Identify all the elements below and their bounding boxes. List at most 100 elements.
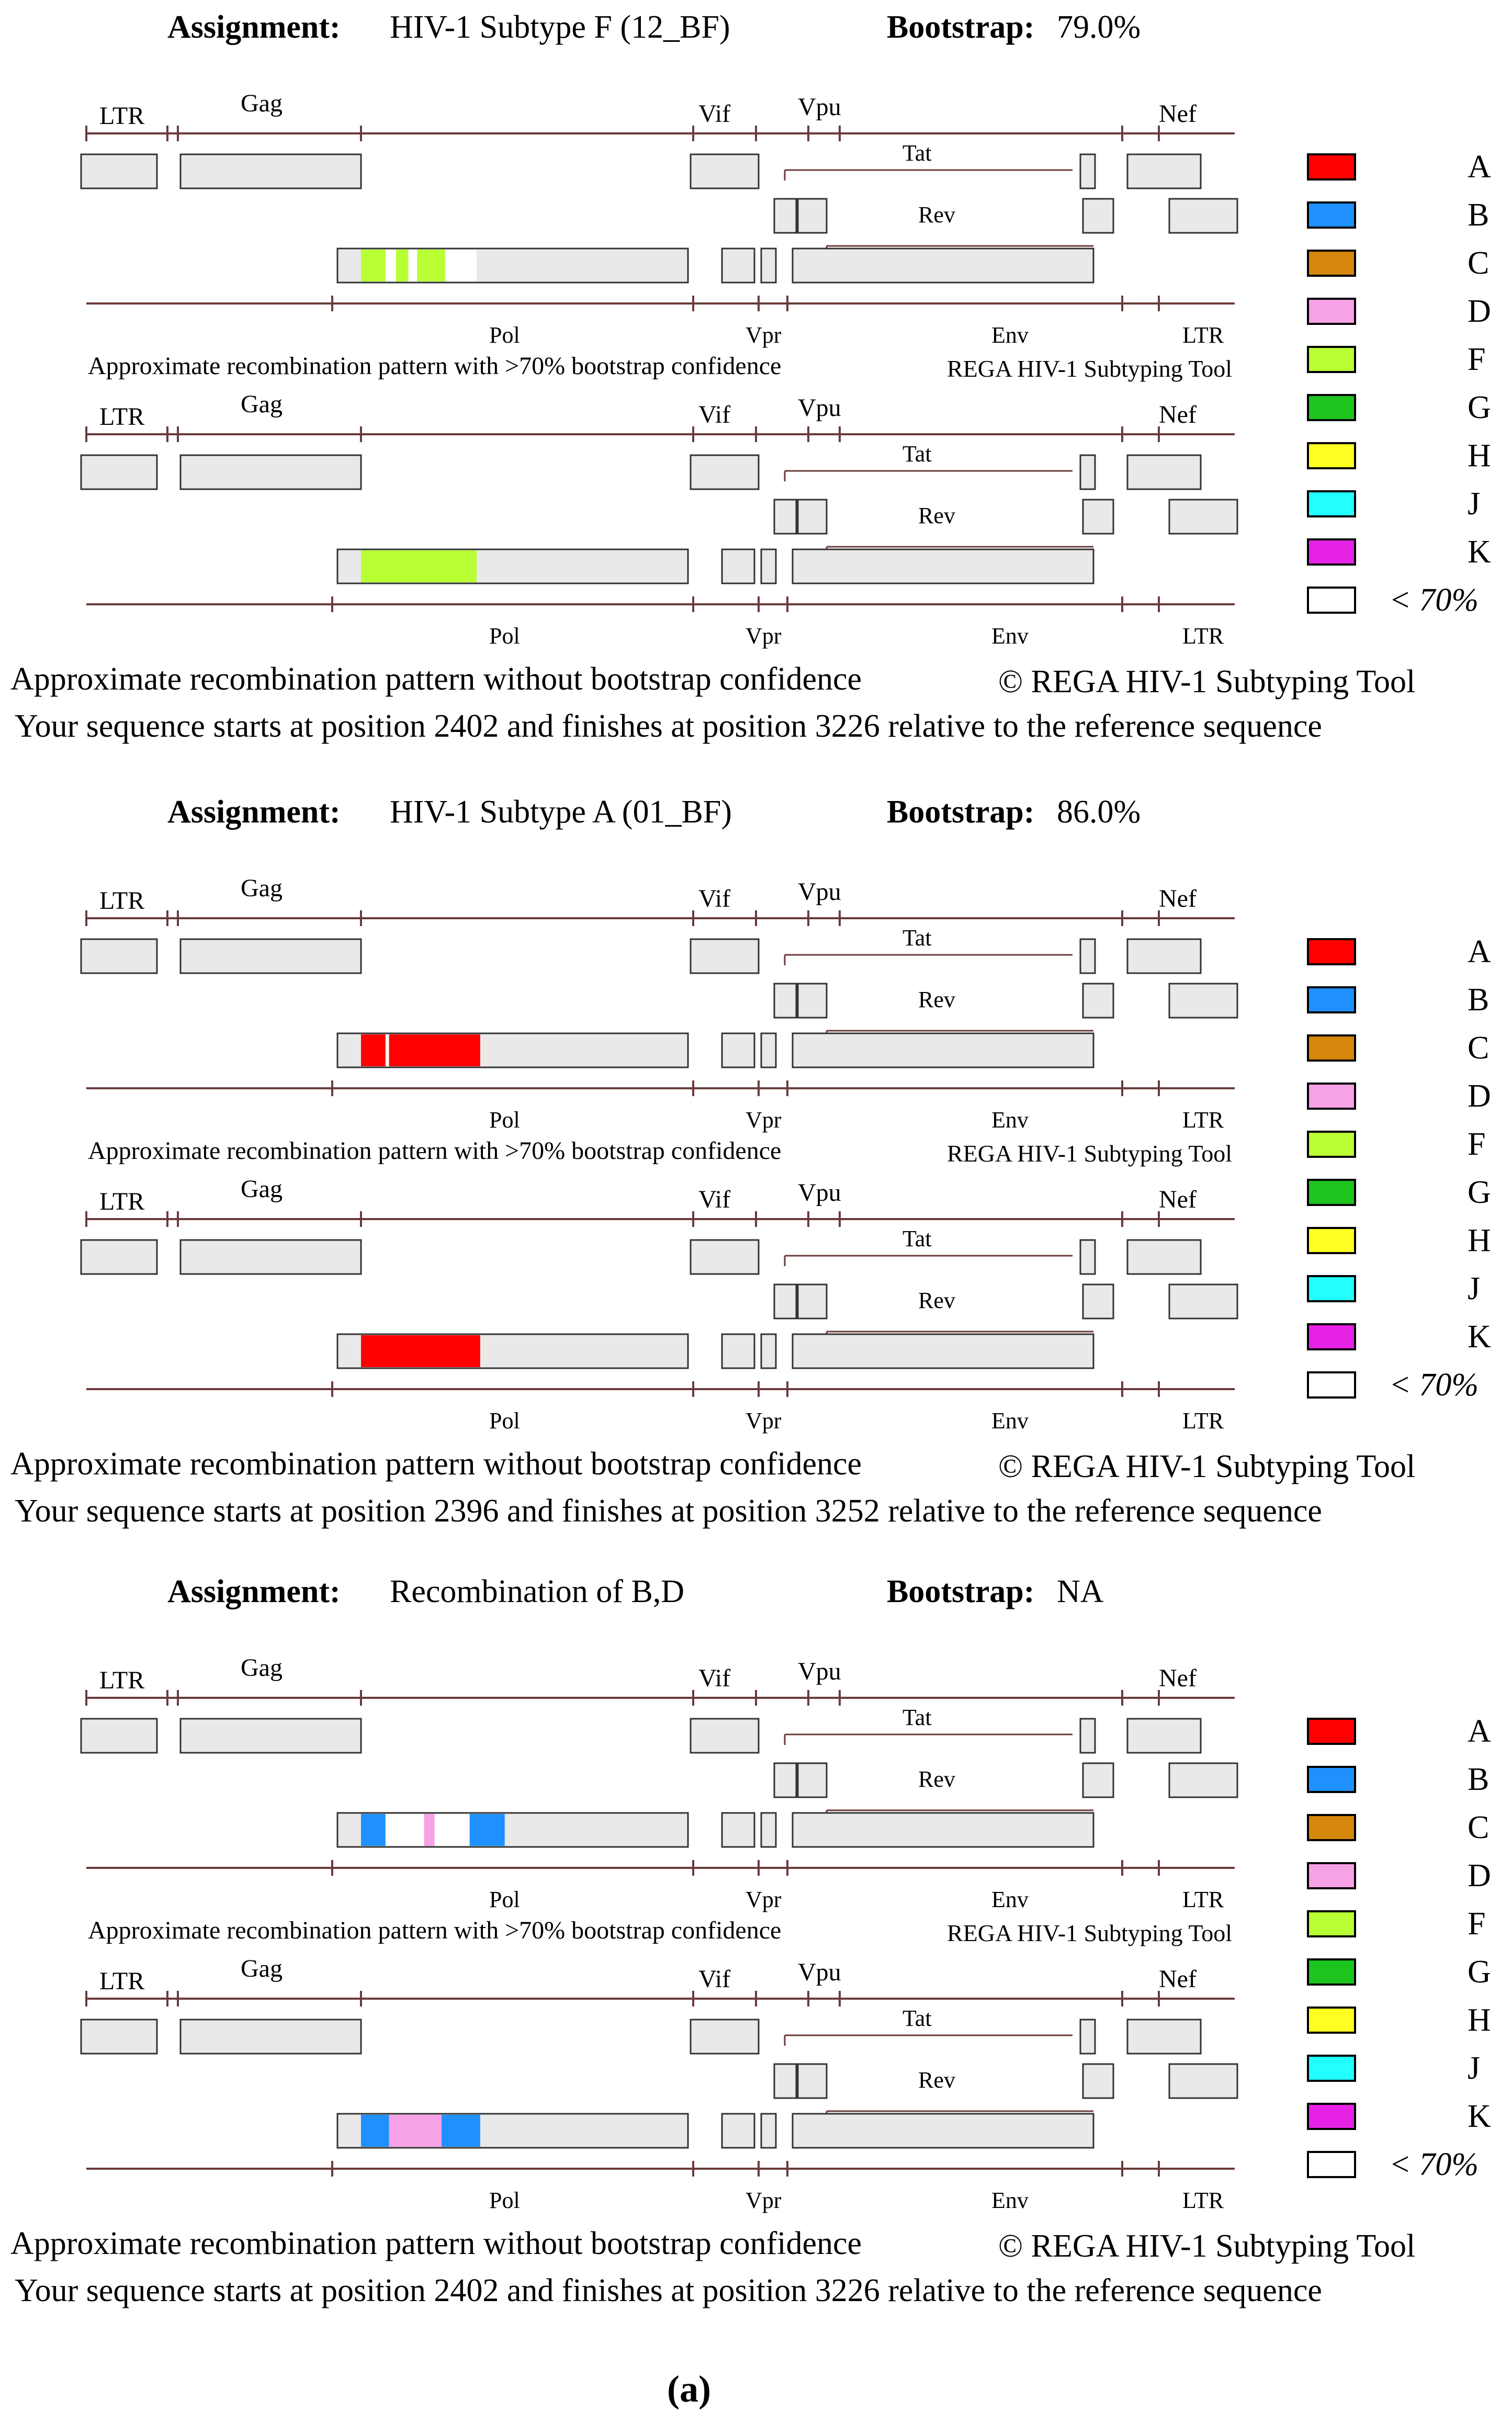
legend-label: G [1468,1175,1491,1210]
gene-box-pol-outline [336,247,689,284]
gene-box-nef [1126,938,1202,974]
gene-box-vif [690,1718,760,1754]
gene-box-tat-exon2 [1079,153,1096,189]
legend-swatch [1307,442,1356,469]
gene-label-vpu: Vpu [798,1958,841,1986]
legend-label: F [1468,342,1485,377]
gene-box-vpr [721,1032,755,1068]
gene-box-rev-exon2 [1082,499,1114,535]
assignment-value: HIV-1 Subtype F (12_BF) [390,9,730,45]
legend-swatch [1307,250,1356,277]
gene-label-vpu: Vpu [798,93,841,121]
legend-label: G [1468,390,1491,425]
legend-label: C [1468,245,1489,281]
legend-swatch [1307,298,1356,325]
gene-box-tat-exon1 [773,1283,797,1320]
gene-box-tat-exon2 [1079,1239,1096,1275]
recombination-segment [361,250,386,281]
gene-box-vpu [760,1333,777,1369]
gene-label-env: Env [991,2188,1029,2213]
gene-box-vif [690,938,760,974]
gene-box-ltr-right-upper [1168,1762,1238,1798]
gene-label-vif: Vif [698,1186,730,1213]
assignment-label: Assignment: [167,1574,341,1609]
gene-box-vpr [721,2113,755,2149]
gene-label-ltr-left: LTR [99,1967,144,1995]
gene-label-rev: Rev [918,1288,955,1313]
gene-box-gag [179,2019,362,2055]
legend-swatch [1307,587,1356,614]
recombination-segment [361,550,477,582]
gene-label-vif: Vif [698,1664,730,1692]
legend-label: F [1468,1126,1485,1162]
gene-box-tat-exon2 [1079,938,1096,974]
gene-label-tat: Tat [902,441,932,467]
gene-label-ltr-right: LTR [1182,1408,1224,1434]
legend-swatch [1307,490,1356,517]
tool-copyright: © REGA HIV-1 Subtyping Tool [998,1449,1415,1484]
legend-swatch [1307,346,1356,373]
sequence-position-note: Your sequence starts at position 2402 an… [15,708,1322,744]
gene-box-vpr [721,247,755,284]
assignment-label: Assignment: [167,9,341,45]
sequence-position-note: Your sequence starts at position 2402 an… [15,2273,1322,2308]
gene-label-tat: Tat [902,925,932,951]
gene-box-tat-exon2 [1079,1718,1096,1754]
recombination-segment [385,1814,424,1846]
legend-swatch [1307,394,1356,421]
caption-without-confidence: Approximate recombination pattern withou… [10,661,862,697]
gene-box-vpr [721,1812,755,1848]
legend-label: H [1468,2002,1491,2038]
gene-label-tat: Tat [902,2005,932,2031]
gene-label-vpr: Vpr [746,1408,782,1434]
panel: Assignment:HIV-1 Subtype A (01_BF)Bootst… [10,794,1415,1529]
recombination-segment [385,250,396,281]
gene-box-rev-exon1 [797,2063,828,2099]
legend-label: J [1468,1271,1480,1306]
gene-box-vif [690,1239,760,1275]
gene-label-env: Env [991,623,1029,649]
legend-swatch [1307,201,1356,229]
gene-label-nef: Nef [1159,885,1197,912]
recombination-segment [361,1034,386,1066]
legend-swatch [1307,1275,1356,1302]
gene-label-gag: Gag [241,390,283,418]
legend-label: H [1468,438,1491,474]
legend-swatch [1307,1862,1356,1889]
gene-label-vpu: Vpu [798,878,841,906]
legend-swatch [1307,1814,1356,1841]
bootstrap-label: Bootstrap: [887,1574,1034,1609]
recombination-segment [361,1814,386,1846]
gene-label-tat: Tat [902,1226,932,1252]
gene-label-rev: Rev [918,503,955,528]
legend-swatch [1307,1323,1356,1350]
gene-box-rev-exon1 [797,198,828,234]
gene-box-env [792,1333,1094,1369]
legend-label: J [1468,2050,1480,2086]
tool-copyright: © REGA HIV-1 Subtyping Tool [998,664,1415,700]
gene-box-nef [1126,454,1202,490]
recombination-segment [396,250,409,281]
gene-label-ltr-right: LTR [1182,1887,1224,1912]
gene-label-env: Env [991,1408,1029,1434]
legend-swatch [1307,1227,1356,1254]
gene-box-tat-exon1 [773,1762,797,1798]
legend-swatch [1307,538,1356,566]
recombination-segment [442,2115,480,2147]
caption-without-confidence: Approximate recombination pattern withou… [10,2226,862,2261]
gene-label-pol: Pol [489,623,520,649]
gene-box-env [792,2113,1094,2149]
legend-swatch [1307,1958,1356,1986]
gene-label-nef: Nef [1159,1965,1197,1993]
gene-box-gag [179,1239,362,1275]
gene-label-vpr: Vpr [746,322,782,348]
gene-box-gag [179,153,362,189]
legend-swatch [1307,2103,1356,2130]
recombination-segment [408,250,418,281]
assignment-value: HIV-1 Subtype A (01_BF) [390,794,732,830]
